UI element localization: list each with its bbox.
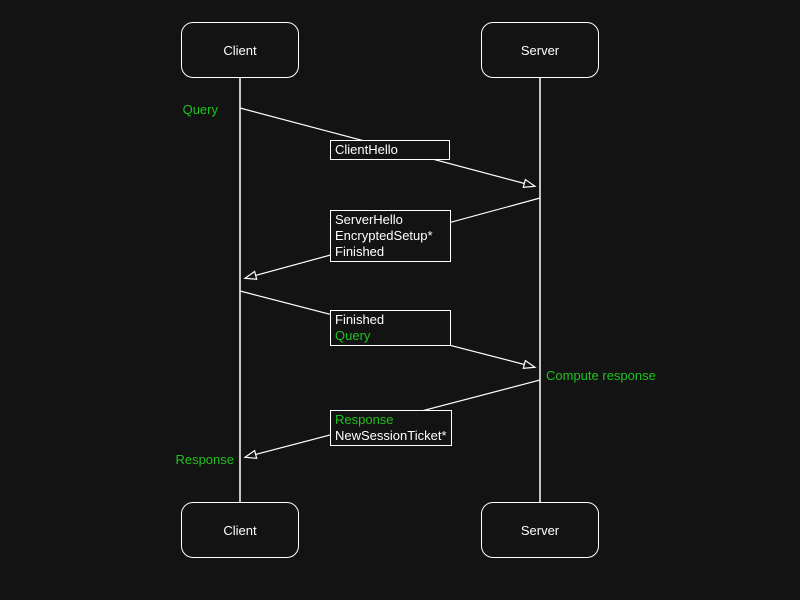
message-box-response: Response NewSessionTicket* — [330, 410, 452, 446]
message-box-serverhello: ServerHello EncryptedSetup* Finished — [330, 210, 451, 262]
annotation-query: Query — [182, 102, 218, 117]
message-text: Finished — [335, 312, 385, 327]
actor-server-top: Server — [481, 22, 599, 78]
message-text: EncryptedSetup* — [335, 228, 433, 243]
actor-server-bottom: Server — [481, 502, 599, 558]
actor-client-bottom: Client — [181, 502, 299, 558]
annotation-compute-response: Compute response — [546, 368, 656, 383]
annotation-response: Response — [175, 452, 234, 467]
message-text: Query — [335, 328, 371, 343]
message-text: Finished — [335, 244, 385, 259]
actor-client-top: Client — [181, 22, 299, 78]
message-text: NewSessionTicket* — [335, 428, 447, 443]
actor-server-bottom-label: Server — [520, 522, 560, 538]
actor-server-top-label: Server — [520, 42, 560, 58]
actor-client-bottom-label: Client — [223, 522, 257, 538]
message-text: ServerHello — [335, 212, 403, 227]
message-box-finished-query: Finished Query — [330, 310, 451, 346]
actor-client-top-label: Client — [223, 42, 257, 58]
message-box-clienthello: ClientHello — [330, 140, 450, 160]
message-text: ClientHello — [335, 142, 398, 157]
message-text: Response — [335, 412, 394, 427]
